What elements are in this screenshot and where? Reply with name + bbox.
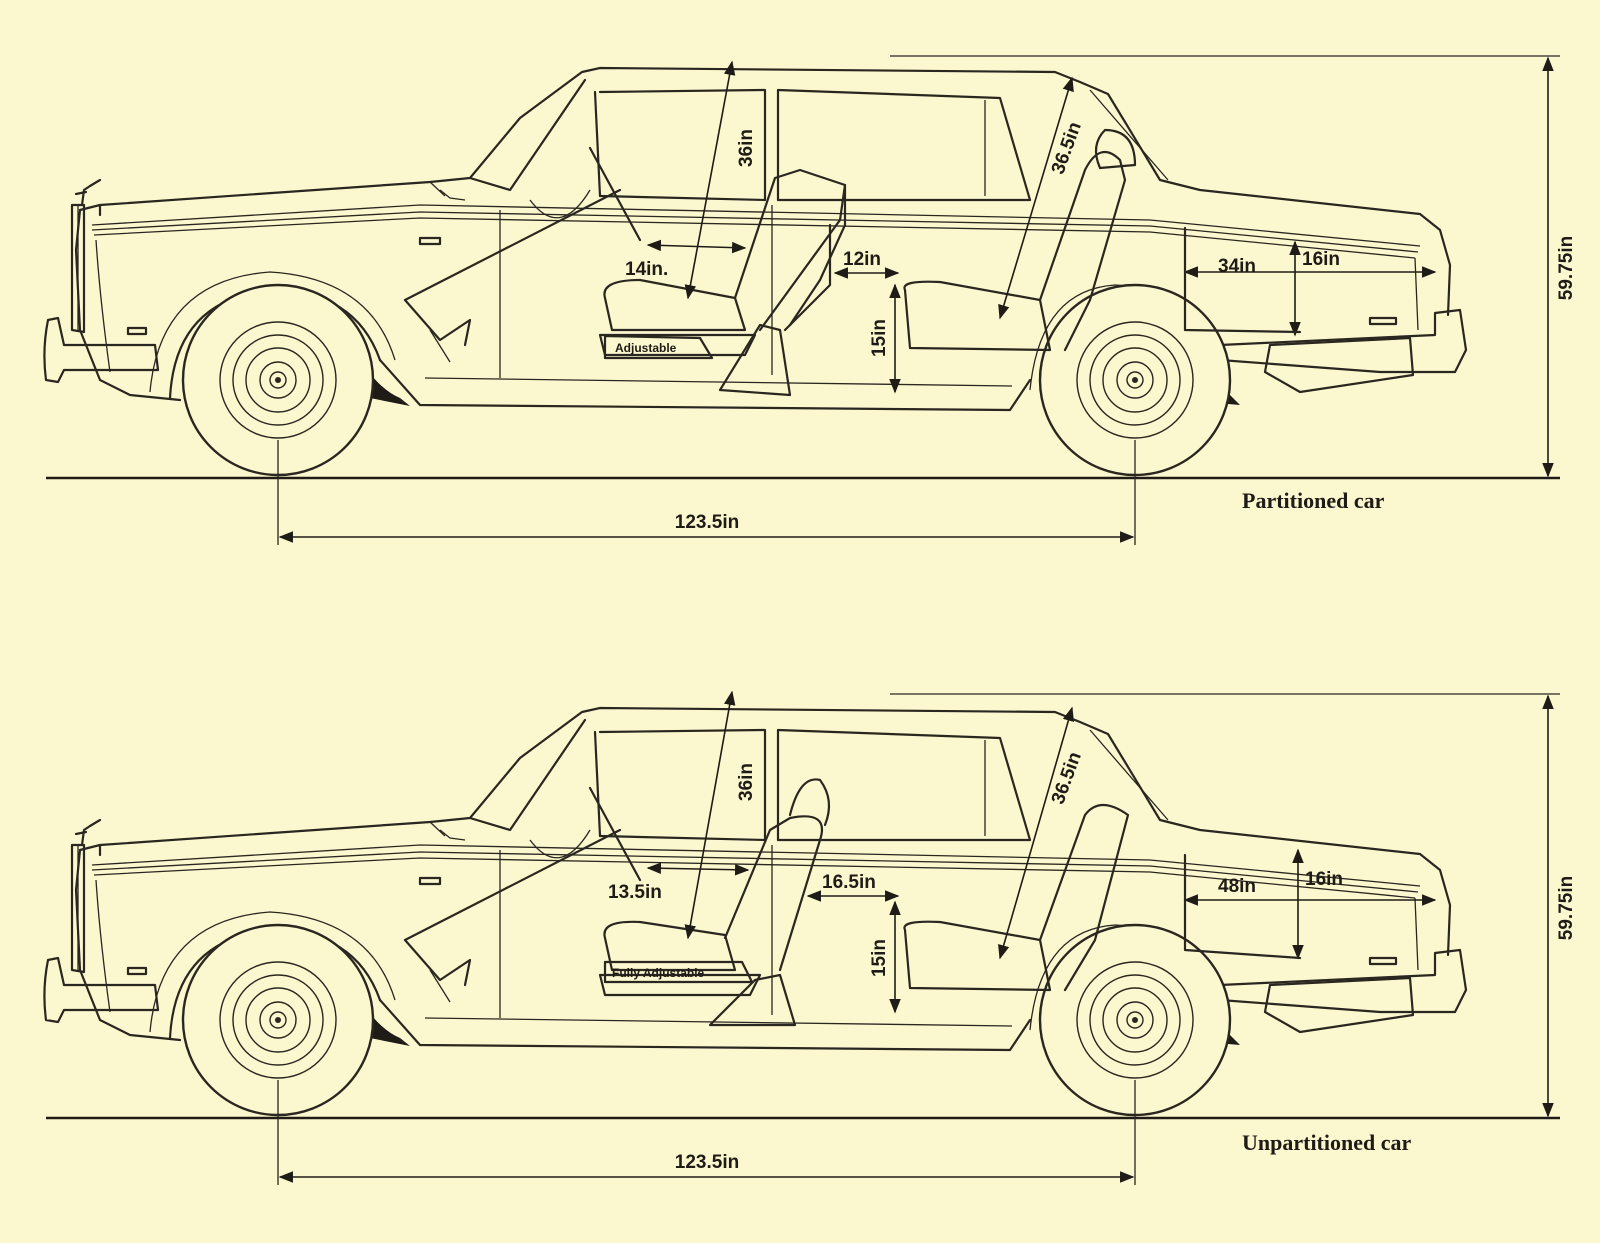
wheelbase-label: 123.5in xyxy=(675,1152,739,1173)
unpartitioned-diagram: 36in 36.5in 13.5in 16.5in 15in 48in 16in… xyxy=(43,690,1577,1185)
front-headroom-label: 36in xyxy=(736,763,757,801)
partition-icon xyxy=(783,223,832,332)
overall-height-label: 59.75in xyxy=(1556,236,1577,300)
seat-height-label: 15in xyxy=(869,319,890,357)
front-legroom-line xyxy=(646,239,747,254)
diagram-caption: Partitioned car xyxy=(1242,488,1385,513)
rear-headroom-line xyxy=(998,76,1074,320)
seat-adjust-label: Adjustable xyxy=(615,341,677,355)
boot-outline xyxy=(1183,226,1302,334)
front-legroom-line xyxy=(646,862,750,876)
front-legroom-label: 13.5in xyxy=(608,882,662,903)
rear-seat-icon xyxy=(903,803,1130,992)
front-headroom-line xyxy=(684,60,736,300)
front-seat-icon xyxy=(598,168,847,397)
seat-adjust-label: Fully Adjustable xyxy=(612,966,705,980)
rear-kneeroom-label: 16.5in xyxy=(822,872,876,893)
boot-height-label: 16in xyxy=(1305,869,1343,890)
front-headroom-line xyxy=(684,690,736,940)
wheelbase-label: 123.5in xyxy=(675,512,739,533)
rear-kneeroom-label: 12in xyxy=(843,249,881,270)
front-seat-icon xyxy=(598,778,831,1027)
rear-headroom-label: 36.5in xyxy=(1048,119,1086,177)
boot-outline xyxy=(1183,853,1302,960)
front-headroom-label: 36in xyxy=(736,129,757,167)
boot-length-label: 48in xyxy=(1218,876,1256,897)
rear-headroom-label: 36.5in xyxy=(1048,749,1086,807)
overall-height-label: 59.75in xyxy=(1556,876,1577,940)
diagram-caption: Unpartitioned car xyxy=(1242,1130,1412,1155)
seat-height-label: 15in xyxy=(869,939,890,977)
partitioned-diagram: 36in 36.5in 14in. 12in 15in 34in 16in Ad… xyxy=(43,55,1577,545)
rear-headroom-line xyxy=(998,706,1074,960)
rear-seat-icon xyxy=(903,128,1137,352)
front-legroom-label: 14in. xyxy=(625,259,668,280)
boot-length-label: 34in xyxy=(1218,256,1256,277)
boot-height-label: 16in xyxy=(1302,249,1340,270)
